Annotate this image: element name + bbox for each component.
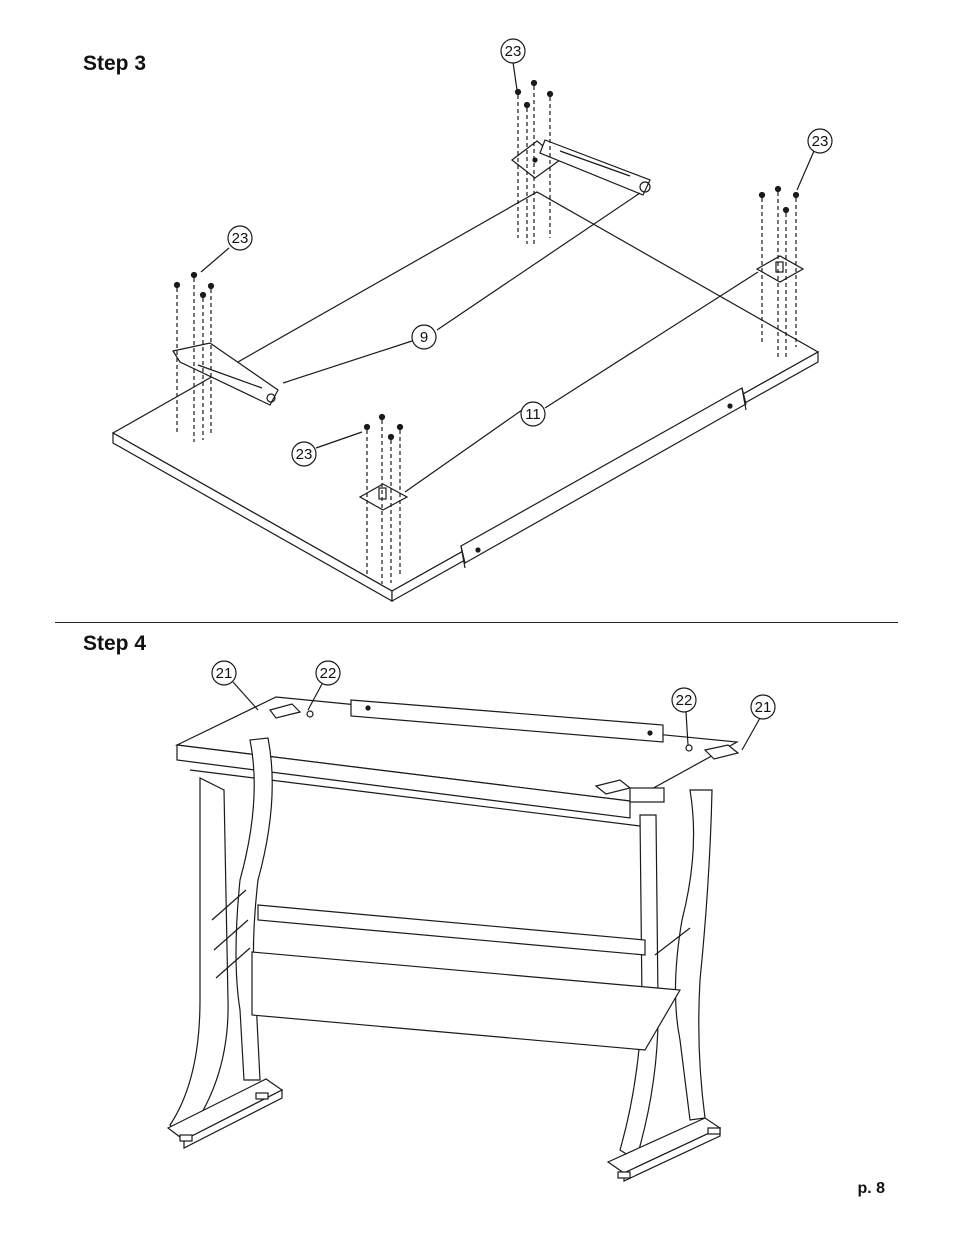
callout-label: 23 [296, 446, 313, 463]
callout-label: 23 [232, 230, 249, 247]
callout-label: 23 [812, 133, 829, 150]
callout-label: 21 [755, 699, 772, 716]
callout-label: 9 [420, 329, 428, 346]
callout-label: 22 [320, 665, 337, 682]
callout-label: 21 [216, 665, 233, 682]
callout-label: 23 [505, 43, 522, 60]
callout-label: 22 [676, 692, 693, 709]
callout-label: 11 [525, 406, 541, 423]
